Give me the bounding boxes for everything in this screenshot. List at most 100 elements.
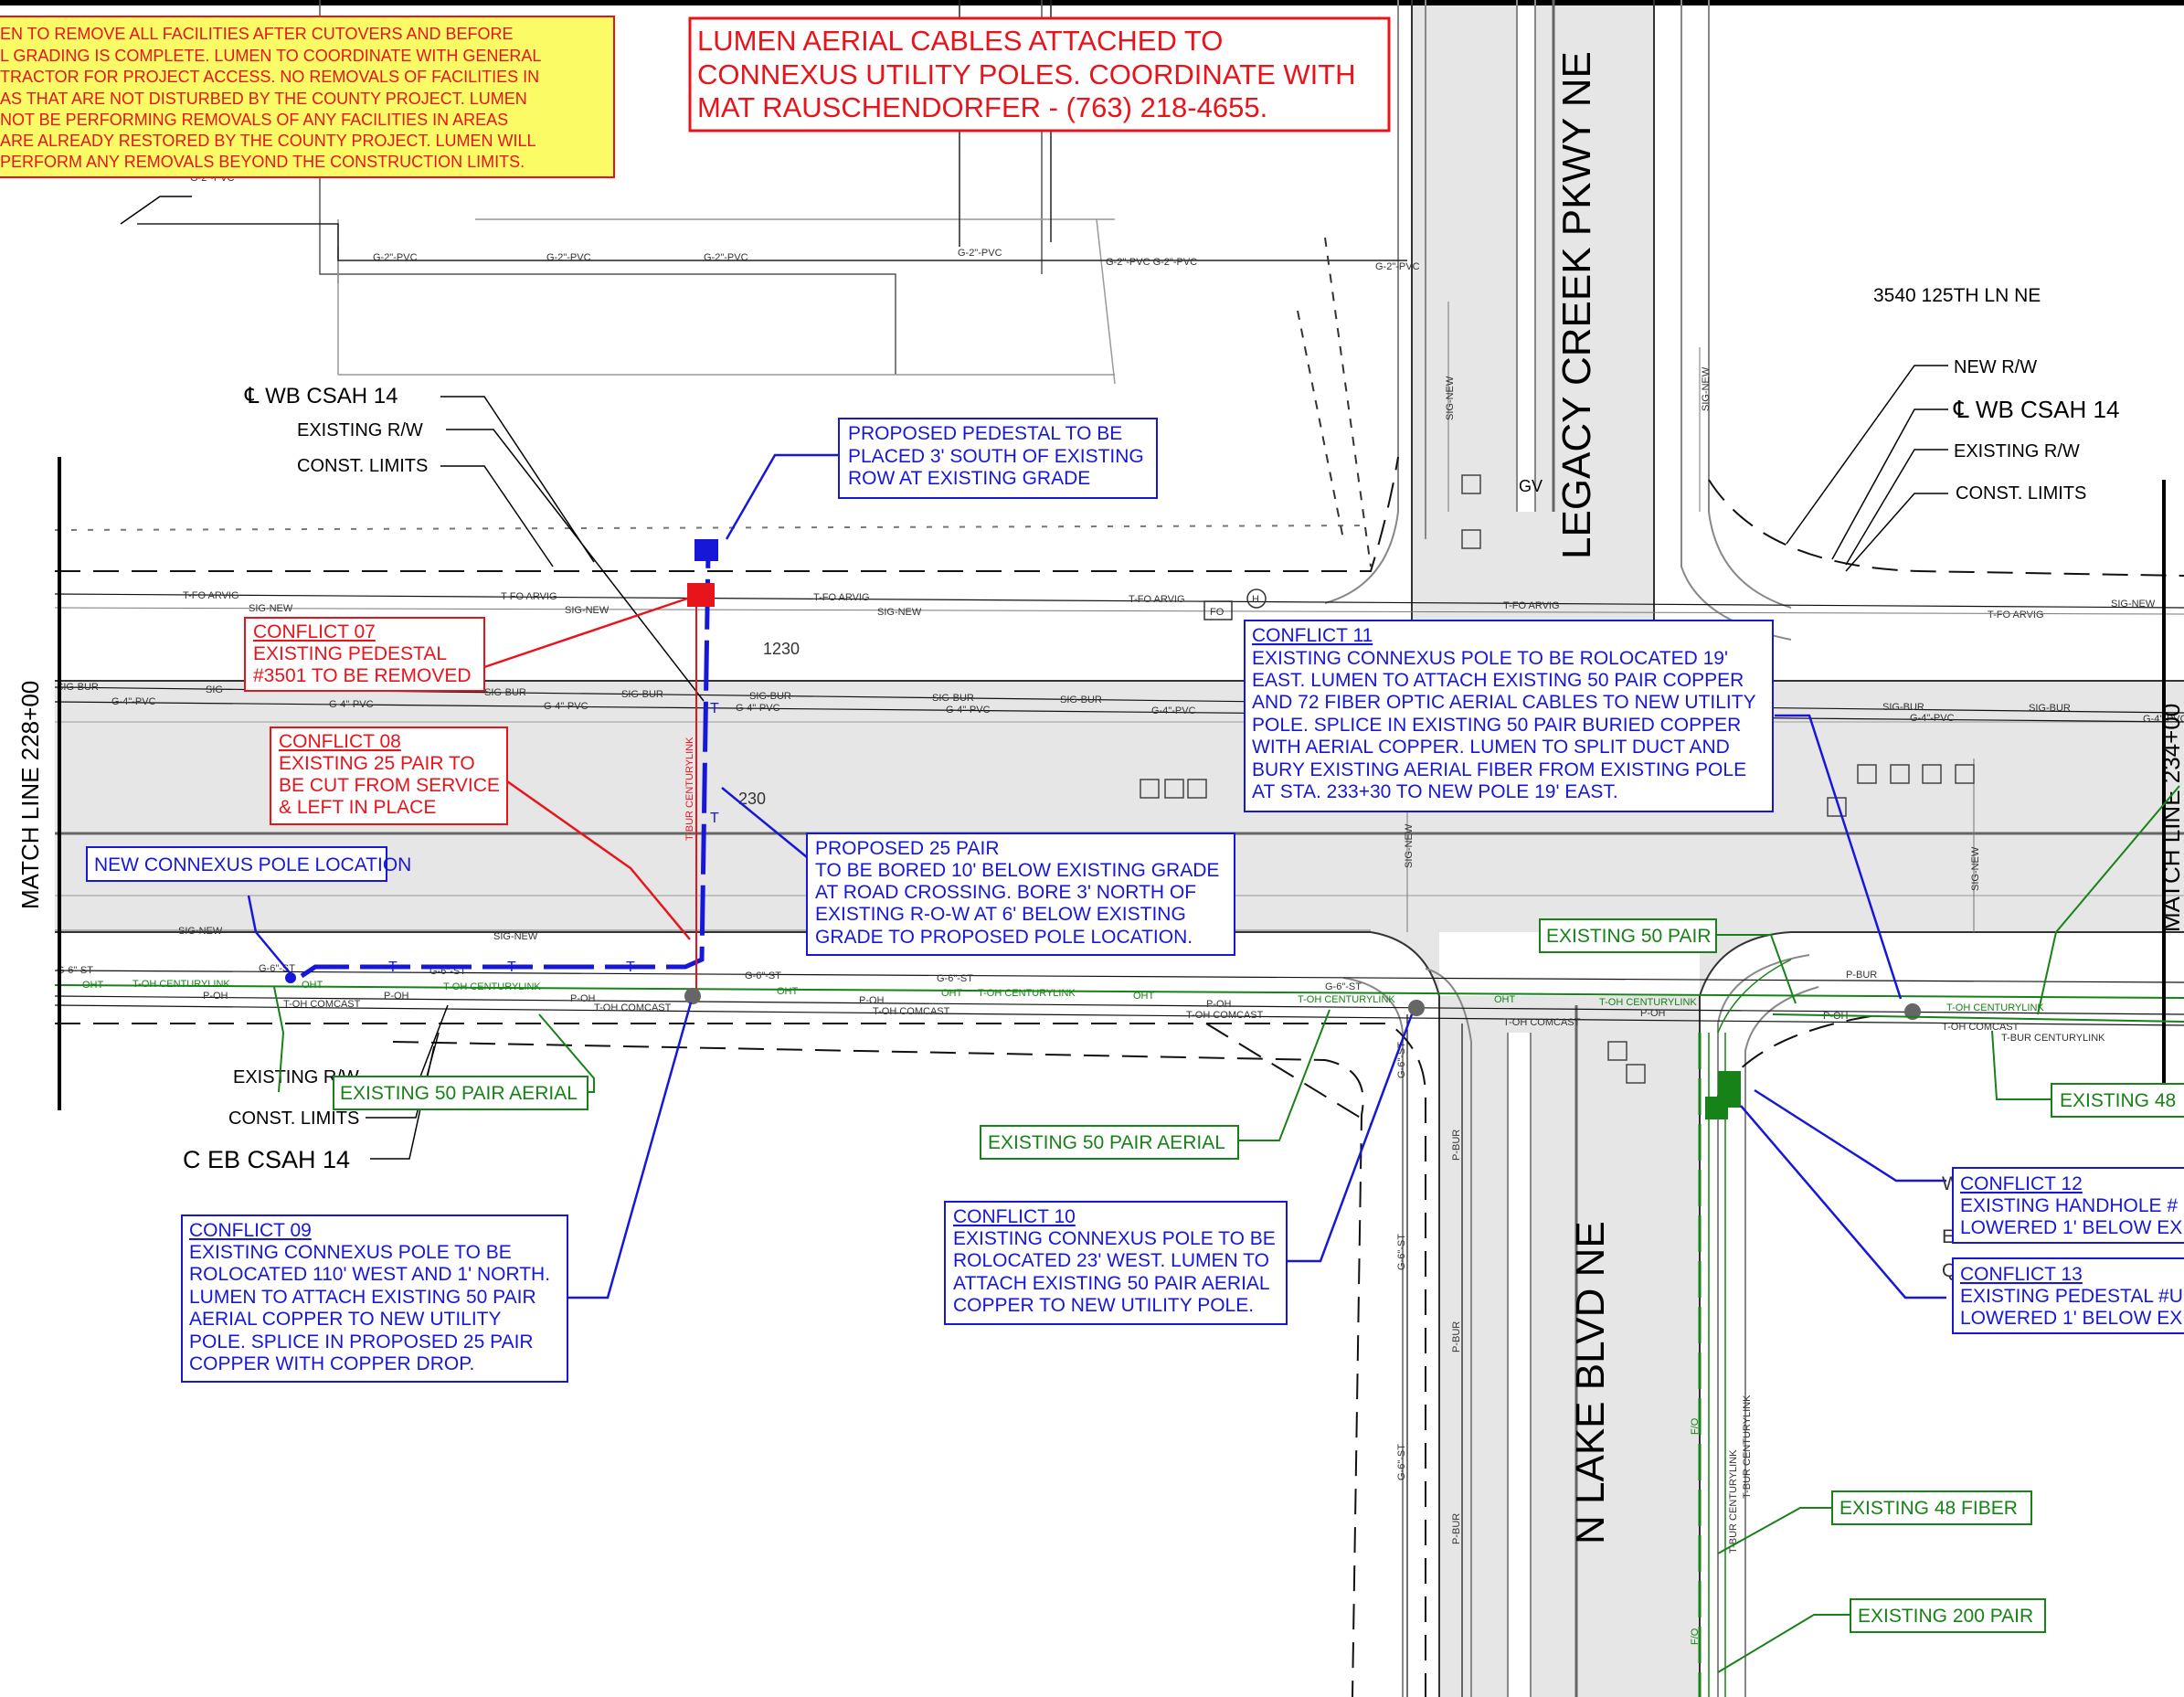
tohcc-label: T-OH COMCAST (1503, 1017, 1581, 1028)
g6st-label: G-6"-ST (937, 973, 973, 984)
tfo-label: T-FO ARVIG (1129, 594, 1185, 605)
yellow-note-line: NOT BE PERFORMING REMOVALS OF ANY FACILI… (0, 111, 508, 129)
callout-line: AT STA. 233+30 TO NEW POLE 19' EAST. (1252, 781, 1618, 802)
poh-label: P-OH (203, 991, 228, 1002)
cl-wb-label: ℄ WB CSAH 14 (244, 384, 398, 408)
sigbur-label: SIG-BUR (1882, 702, 1924, 713)
sigbur-label: SIG-BUR (621, 689, 663, 700)
cable-marker: T (388, 960, 398, 975)
callout-line: PROPOSED PEDESTAL TO BE (848, 423, 1122, 444)
callout-line: ATTACH EXISTING 50 PAIR AERIAL (953, 1273, 1270, 1294)
proposed-pedestal-icon (694, 539, 718, 561)
callout-box (1244, 620, 1774, 812)
existing-pole-icon (684, 988, 701, 1004)
signew-label: SIG-NEW (493, 931, 538, 942)
const-limits-label-low: CONST. LIMITS (228, 1108, 359, 1129)
removed-cable-label: T-BUR CENTURYLINK (684, 737, 695, 841)
conflict-title: CONFLICT 11 (1252, 625, 1373, 646)
callout-line: PROPOSED 25 PAIR (815, 838, 1000, 859)
yellow-note-line: EN TO REMOVE ALL FACILITIES AFTER CUTOVE… (0, 25, 513, 43)
tohcc-label: T-OH COMCAST (873, 1006, 950, 1017)
sigbur-label: SIG-BUR (484, 687, 526, 698)
callout-line: COPPER TO NEW UTILITY POLE. (953, 1295, 1254, 1316)
g4pvc-label: G-4"-PVC (329, 699, 374, 710)
callout-line: LOWERED 1' BELOW EX (1960, 1217, 2182, 1238)
poh-label: P-OH (384, 991, 409, 1002)
callout-new-pole: NEW CONNEXUS POLE LOCATION (86, 846, 411, 882)
green-aerial (1772, 1013, 2184, 1023)
existing-rw-right-label: EXISTING R/W (1954, 441, 2080, 461)
callout-conflict-11: CONFLICT 11 EXISTING CONNEXUS POLE TO BE… (1244, 620, 1774, 812)
g4pvc-label: G-4"-PVC (736, 703, 780, 714)
sigbur-label: SIG-BUR (2029, 703, 2071, 714)
north-utility-lines: T-FO ARVIG T-FO ARVIG T-FO ARVIG T-FO AR… (54, 590, 2184, 808)
cl-wb-right-label: ℄ WB CSAH 14 (1953, 396, 2119, 423)
callout-line: ROLOCATED 23' WEST. LUMEN TO (953, 1250, 1269, 1271)
callout-box (838, 418, 1158, 499)
street-name-legacy: LEGACY CREEK PKWY NE (1554, 51, 1599, 559)
tohcc-label: T-OH COMCAST (283, 999, 361, 1010)
callout-line: EAST. LUMEN TO ATTACH EXISTING 50 PAIR C… (1252, 670, 1744, 691)
tfo-label: T-FO ARVIG (501, 591, 557, 602)
callout-box (944, 1201, 1288, 1325)
conflict-title: CONFLICT 12 (1960, 1173, 2083, 1194)
oht-label: OHT (1133, 991, 1155, 1002)
existing-50-pair-label: EXISTING 50 PAIR (1546, 926, 1712, 947)
gas-label: G-2"-PVC (373, 252, 418, 263)
callout-line: POLE. SPLICE IN EXISTING 50 PAIR BURIED … (1252, 715, 1741, 736)
red-note: LUMEN AERIAL CABLES ATTACHED TO CONNEXUS… (688, 16, 1391, 133)
callout-pedestal: PROPOSED PEDESTAL TO BE PLACED 3' SOUTH … (838, 418, 1158, 499)
callout-line: TO BE BORED 10' BELOW EXISTING GRADE (815, 860, 1219, 881)
gas-label: G-2"-PVC (958, 248, 1002, 259)
fo-label: F/O (1690, 1628, 1701, 1645)
conflict-title: CONFLICT 08 (279, 731, 401, 752)
callout-line: AERIAL COPPER TO NEW UTILITY (189, 1309, 502, 1330)
label-box (333, 1076, 588, 1110)
callout-conflict-10: CONFLICT 10 EXISTING CONNEXUS POLE TO BE… (944, 1201, 1288, 1325)
callout-box (244, 617, 485, 692)
toh-label: T-OH CENTURYLINK (1946, 1002, 2044, 1013)
callout-line: AND 72 FIBER OPTIC AERIAL CABLES TO NEW … (1252, 692, 1756, 713)
pbur-label: P-BUR (1451, 1130, 1462, 1161)
red-note-line: MAT RAUSCHENDORFER - (763) 218-4655. (697, 91, 1267, 123)
match-line-right-label: MATCH LINE 234+00 (2157, 704, 2184, 932)
yellow-note-line: L GRADING IS COMPLETE. LUMEN TO COORDINA… (0, 47, 541, 65)
signew-label: SIG-NEW (1970, 846, 1981, 891)
match-lines: MATCH LINE 228+00 MATCH LINE 234+00 (16, 457, 2184, 1110)
const-limits-right-label: CONST. LIMITS (1956, 483, 2086, 504)
existing-200-pair-label: EXISTING 200 PAIR (1858, 1606, 2033, 1627)
callout-box (1952, 1167, 2184, 1244)
yellow-note-line: TRACTOR FOR PROJECT ACCESS. NO REMOVALS … (0, 68, 539, 86)
elevation-label: 230 (738, 790, 766, 808)
callout-line: EXISTING CONNEXUS POLE TO BE (189, 1242, 512, 1263)
signew-label: SIG-NEW (877, 607, 922, 618)
proposed-cable: T T T T T T-BUR CENTURYLINK (300, 539, 719, 989)
g4pvc-label: G-4"-PVC (111, 696, 156, 707)
red-note-line: CONNEXUS UTILITY POLES. COORDINATE WITH (697, 58, 1356, 90)
callout-line: EXISTING PEDESTAL #U (1960, 1286, 2183, 1307)
g6st-label: G-6"-ST (259, 963, 295, 974)
toh-label: T-OH CENTURYLINK (1298, 994, 1395, 1005)
oht-label: OHT (777, 986, 799, 997)
existing-pole-icon (1904, 1003, 1921, 1020)
label-box (1850, 1598, 2046, 1633)
fo-box-label: FO (1210, 607, 1225, 618)
tfo-label: T-FO ARVIG (1988, 610, 2044, 620)
callout-box (181, 1214, 568, 1383)
green-pedestal-icon (1705, 1097, 1728, 1119)
callout-line: BURY EXISTING AERIAL FIBER FROM EXISTING… (1252, 759, 1746, 780)
tfo-label: T-FO ARVIG (183, 590, 239, 601)
gas-label: G-2"-PVC (1375, 261, 1420, 272)
cable-marker: T (626, 960, 635, 975)
callout-line: EXISTING HANDHOLE # (1960, 1195, 2178, 1216)
poles (285, 972, 1921, 1020)
callout-box (806, 833, 1235, 956)
const-limits-label: CONST. LIMITS (297, 456, 428, 476)
tbur-label: T-BUR CENTURYLINK (1728, 1449, 1739, 1554)
address-label: 3540 125TH LN NE (1873, 285, 2041, 306)
existing-48-label: EXISTING 48 (2060, 1090, 2176, 1111)
callout-line: ROLOCATED 110' WEST AND 1' NORTH. (189, 1264, 550, 1285)
toh-label: T-OH CENTURYLINK (443, 981, 541, 992)
tfo-label: T-FO ARVIG (813, 592, 870, 603)
toh-label: T-OH CENTURYLINK (133, 979, 230, 990)
